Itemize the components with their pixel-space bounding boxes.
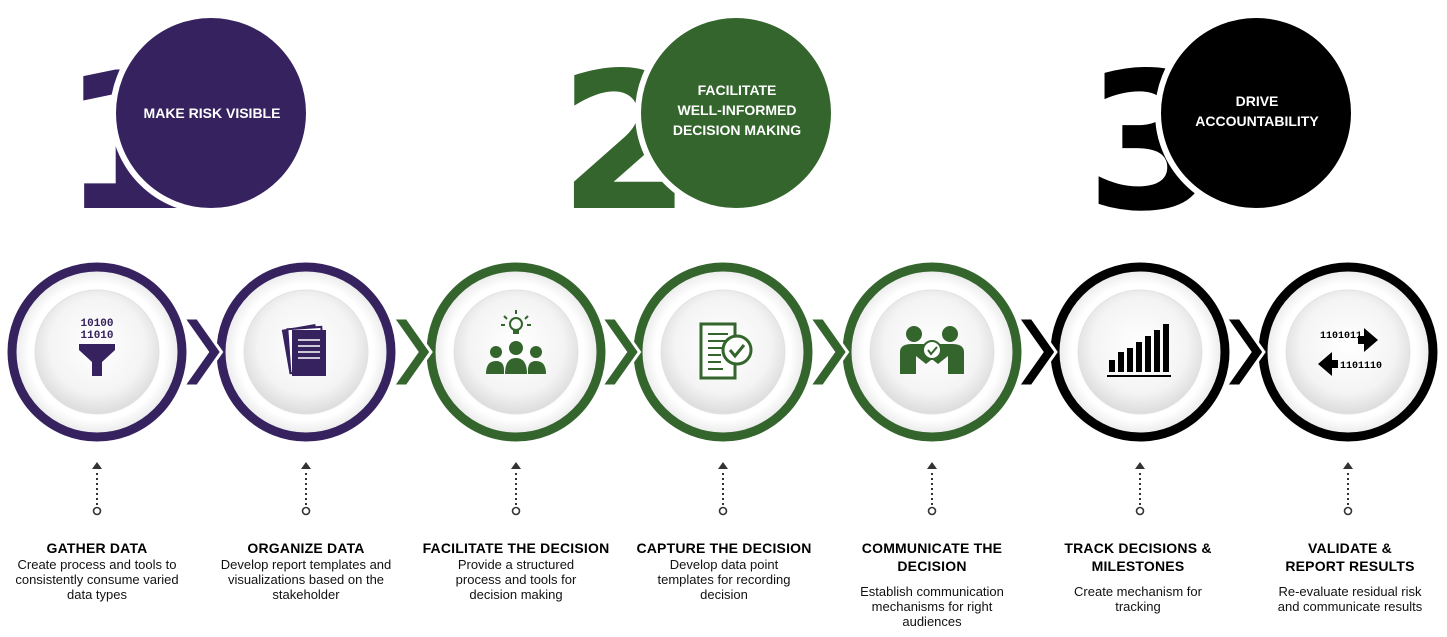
- phase-2-circle: [635, 12, 837, 214]
- step-7-connector: [1343, 462, 1353, 516]
- step-3-connector: [511, 462, 521, 516]
- step-7-circle: [1258, 262, 1438, 442]
- bar-chart-icon: [1107, 324, 1171, 377]
- step-1-title: GATHER DATA: [46, 540, 148, 556]
- report-documents-icon: [281, 323, 326, 376]
- funnel-bits-mid: 11010: [80, 330, 113, 342]
- step-5-title: COMMUNICATE THE DECISION: [861, 540, 1003, 574]
- step-7-desc: Re-evaluate residual risk and communicat…: [1277, 584, 1423, 614]
- phase-2-title-line-3: DECISION MAKING: [672, 122, 802, 138]
- step-3-desc: Provide a structured process and tools f…: [455, 557, 577, 602]
- step-6-desc: Create mechanism for tracking: [1074, 584, 1202, 614]
- phase-2-title: FACILITATE WELL-INFORMED DECISION MAKING: [656, 80, 818, 140]
- chevrons-layer: [180, 316, 1266, 388]
- data-exchange-icon: 1101011 1101110: [1318, 328, 1382, 376]
- phase-2-title-line-1: FACILITATE: [697, 82, 777, 98]
- step-3-title: FACILITATE THE DECISION: [422, 540, 610, 556]
- step-2-title: ORGANIZE DATA: [247, 540, 365, 556]
- phase-3: 3: [1086, 12, 1357, 253]
- step-4-desc: Develop data point templates for recordi…: [657, 557, 791, 602]
- chevron-arrow-5: [1015, 316, 1058, 388]
- step-4-connector: [718, 462, 728, 516]
- phase-1-circle: [110, 12, 312, 214]
- step-6-connector: [1135, 462, 1145, 516]
- phase-2: 2: [559, 12, 837, 253]
- step-2-desc: Develop report templates and visualizati…: [220, 557, 392, 602]
- document-check-icon: [699, 322, 753, 380]
- chevron-arrow-3: [598, 316, 642, 388]
- exchange-bits-a: 1101011: [1320, 331, 1362, 342]
- phase-3-circle: [1155, 12, 1357, 214]
- exchange-bits-b: 1101110: [1340, 361, 1382, 372]
- funnel-bits-top: 10100: [80, 318, 113, 330]
- step-6-title: TRACK DECISIONS & MILESTONES: [1064, 540, 1212, 574]
- handshake-icon: [900, 326, 964, 374]
- step-1-desc: Create process and tools to consistently…: [15, 557, 179, 602]
- step-7-title: VALIDATE & REPORT RESULTS: [1285, 540, 1415, 574]
- phase-3-title-line-1: DRIVE: [1235, 93, 1279, 109]
- phase-1-title: MAKE RISK VISIBLE: [143, 105, 281, 121]
- step-5-desc: Establish communication mechanisms for r…: [860, 584, 1004, 629]
- phase-2-title-line-2: WELL-INFORMED: [677, 102, 797, 118]
- step-5-connector: [927, 462, 937, 516]
- chevron-arrow-1: [180, 316, 224, 388]
- chevron-arrow-2: [390, 316, 433, 388]
- connectors-layer: [92, 462, 1353, 516]
- chevron-arrow-4: [806, 316, 850, 388]
- phase-1: 1: [62, 12, 312, 253]
- phase-3-title-line-2: ACCOUNTABILITY: [1195, 113, 1319, 129]
- data-funnel-icon: 10100 11010: [79, 318, 115, 376]
- team-idea-icon: [486, 310, 546, 374]
- step-4-title: CAPTURE THE DECISION: [636, 540, 812, 556]
- step-1-connector: [92, 462, 102, 516]
- chevron-arrow-6: [1223, 316, 1266, 388]
- step-2-connector: [301, 462, 311, 516]
- phase-3-title: DRIVE ACCOUNTABILITY: [1176, 91, 1338, 131]
